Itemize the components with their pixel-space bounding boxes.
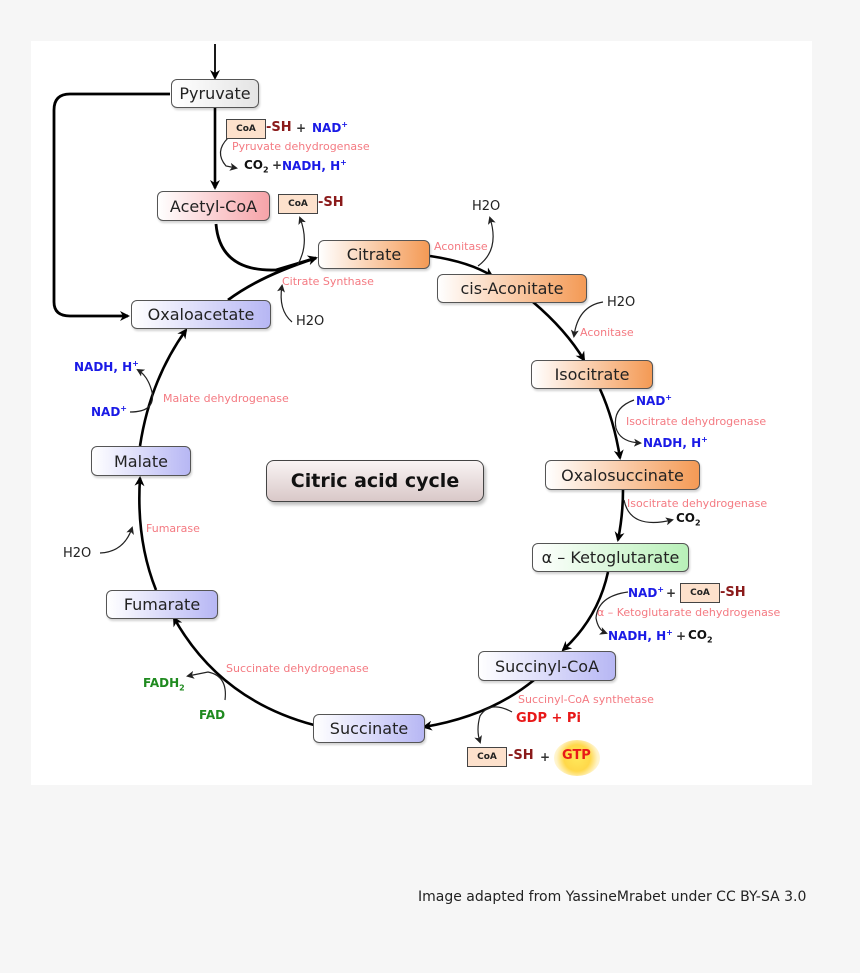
diagram-canvas <box>31 41 812 785</box>
fad-label: FAD <box>199 708 226 722</box>
nadh-label: NADH, H+ <box>282 158 347 173</box>
node-cis-aconitate: cis-Aconitate <box>437 274 587 303</box>
h2o-label: H2O <box>607 295 636 310</box>
enzyme-aconitase: Aconitase <box>434 240 488 253</box>
coa-box: CoA <box>278 194 318 214</box>
node-isocitrate: Isocitrate <box>531 360 653 389</box>
sh-label: -SH <box>720 585 746 600</box>
gdp-pi-label: GDP + Pi <box>516 711 581 726</box>
plus-label: + <box>272 158 283 172</box>
plus-label: + <box>676 629 687 643</box>
enzyme-malate-dehydrogenase: Malate dehydrogenase <box>163 392 289 405</box>
nad-label: NAD+ <box>91 404 127 419</box>
co2-label: CO2 <box>244 158 269 175</box>
enzyme-pyruvate-dehydrogenase: Pyruvate dehydrogenase <box>232 140 370 153</box>
node-malate: Malate <box>91 446 191 476</box>
node-citrate: Citrate <box>318 240 430 269</box>
enzyme-isocitrate-dehydrogenase: Isocitrate dehydrogenase <box>626 415 767 428</box>
diagram-title: Citric acid cycle <box>266 460 484 502</box>
enzyme-aconitase: Aconitase <box>580 326 634 339</box>
node-oxalosuccinate: Oxalosuccinate <box>545 460 700 490</box>
sh-label: -SH <box>266 120 292 135</box>
nad-label: NAD+ <box>628 585 664 600</box>
sh-label: -SH <box>318 195 344 210</box>
coa-box: CoA <box>226 119 266 139</box>
enzyme-succinate-dehydrogenase: Succinate dehydrogenase <box>226 662 369 675</box>
h2o-label: H2O <box>63 546 92 561</box>
coa-box: CoA <box>467 747 507 767</box>
gtp-label: GTP <box>562 748 591 763</box>
node-succinyl-coa: Succinyl-CoA <box>478 651 616 681</box>
node-pyruvate: Pyruvate <box>171 79 259 108</box>
node-fumarate: Fumarate <box>106 590 218 619</box>
plus-label: + <box>540 750 551 764</box>
nad-label: NAD+ <box>636 393 672 408</box>
enzyme-succinyl-coa-synthetase: Succinyl-CoA synthetase <box>518 693 654 706</box>
fadh2-label: FADH2 <box>143 676 185 693</box>
node-oxaloacetate: Oxaloacetate <box>131 300 271 329</box>
nadh-label: NADH, H+ <box>74 359 139 374</box>
enzyme-alpha-ketoglutarate-dehydrogenase: α – Ketoglutarate dehydrogenase <box>597 606 781 619</box>
nadh-label: NADH, H+ <box>643 435 708 450</box>
plus-label: + <box>296 121 307 135</box>
co2-label: CO2 <box>676 511 701 528</box>
node-alpha-ketoglutarate: α – Ketoglutarate <box>532 543 689 572</box>
image-credit: Image adapted from YassineMrabet under C… <box>418 889 807 905</box>
sh-label: -SH <box>508 748 534 763</box>
node-acetyl-coa: Acetyl-CoA <box>157 191 270 221</box>
plus-label: + <box>666 586 677 600</box>
coa-box: CoA <box>680 583 720 603</box>
nadh-label: NADH, H+ <box>608 628 673 643</box>
nad-label: NAD+ <box>312 120 348 135</box>
h2o-label: H2O <box>472 199 501 214</box>
enzyme-isocitrate-dehydrogenase: Isocitrate dehydrogenase <box>627 497 768 510</box>
co2-label: CO2 <box>688 628 713 645</box>
enzyme-citrate-synthase: Citrate Synthase <box>282 275 374 288</box>
gtp-burst-icon <box>554 740 600 776</box>
node-succinate: Succinate <box>313 714 425 743</box>
h2o-label: H2O <box>296 314 325 329</box>
enzyme-fumarase: Fumarase <box>146 522 200 535</box>
